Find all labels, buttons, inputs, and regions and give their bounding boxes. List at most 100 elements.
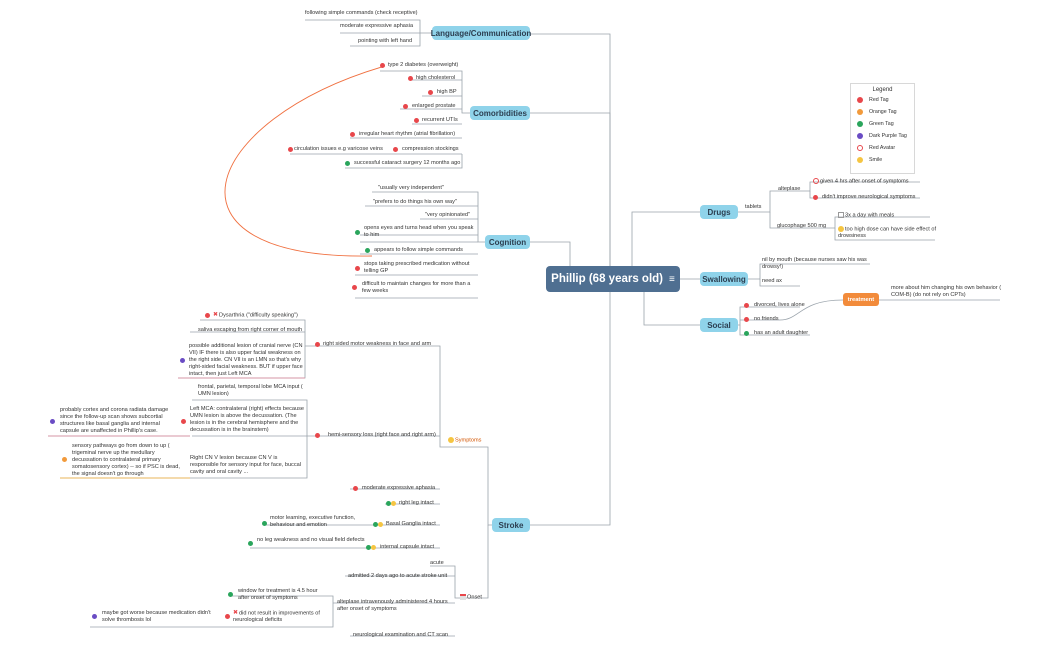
symptom-sensory[interactable]: hemi-sensory loss (right face and right …	[328, 432, 436, 438]
comorbidity-item[interactable]: recurrent UTIs	[422, 117, 458, 123]
sleepy-face-icon	[838, 226, 844, 232]
smile-icon	[378, 522, 383, 527]
language-item[interactable]: moderate expressive aphasia	[340, 23, 414, 29]
onset-child[interactable]: maybe got worse because medication didn'…	[102, 610, 211, 623]
onset-child[interactable]: ✖did not result in improvements of neuro…	[233, 610, 320, 624]
stroke-other[interactable]: Basal Ganglia intact	[386, 521, 436, 527]
onset-item[interactable]: admitted 2 days ago to acute stroke unit	[348, 573, 448, 579]
onset-label[interactable]: Onset	[460, 594, 490, 601]
branch-swallowing[interactable]: Swallowing	[700, 272, 748, 286]
legend-item: Red Tag	[857, 97, 889, 103]
green-tag-icon	[248, 541, 253, 546]
notes-icon: ≡	[669, 273, 675, 285]
stroke-other-child[interactable]: motor learning, executive function, beha…	[270, 515, 356, 528]
comorbidity-item[interactable]: compression stockings	[402, 146, 459, 152]
language-item[interactable]: pointing with left hand	[358, 38, 413, 44]
drug-glucophage[interactable]: glucophage 500 mg	[777, 223, 827, 229]
purple-tag-icon	[50, 419, 55, 424]
branch-cognition[interactable]: Cognition	[485, 235, 530, 249]
green-tag-icon	[366, 545, 371, 550]
onset-item[interactable]: acute	[430, 560, 444, 566]
smile-icon	[857, 157, 863, 163]
calendar-icon	[460, 594, 466, 600]
onset-item[interactable]: neurological examination and CT scan	[353, 632, 449, 638]
onset-child[interactable]: window for treatment is 4.5 hour after o…	[238, 588, 318, 601]
alteplase-child[interactable]: didn't improve neurological symptoms	[822, 194, 916, 200]
glucophage-child[interactable]: too high dose can have side effect of dr…	[838, 226, 937, 240]
side-note[interactable]: probably cortex and corona radiata damag…	[60, 407, 169, 434]
symptom-motor[interactable]: right sided motor weakness in face and a…	[323, 341, 432, 347]
treatment-topic[interactable]: treatment	[843, 293, 879, 306]
comorbidity-item[interactable]: high cholesterol	[416, 75, 456, 81]
red-tag-icon	[380, 63, 385, 68]
red-tag-icon	[353, 486, 358, 491]
branch-stroke[interactable]: Stroke	[492, 518, 530, 532]
comorbidity-item[interactable]: irregular heart rhythm (atrial fibrillat…	[359, 131, 456, 137]
stroke-other-child[interactable]: no leg weakness and no visual field defe…	[257, 537, 365, 543]
branch-drugs[interactable]: Drugs	[700, 205, 738, 219]
drug-type[interactable]: tablets	[745, 204, 762, 210]
red-tag-icon	[315, 342, 320, 347]
comorbidity-item[interactable]: circulation issues e.g varicose veins	[294, 146, 383, 152]
cognition-item[interactable]: opens eyes and turns head when you speak…	[364, 225, 474, 238]
cognition-item[interactable]: "prefers to do things his own way"	[373, 199, 457, 205]
cognition-item[interactable]: stops taking prescribed medication witho…	[364, 261, 470, 274]
cognition-item[interactable]: difficult to maintain changes for more t…	[362, 281, 471, 294]
comorbidity-item[interactable]: high BP	[437, 89, 457, 95]
red-tag-icon	[414, 118, 419, 123]
treatment-note[interactable]: more about him changing his own behavior…	[891, 285, 1002, 298]
cross-icon: ✖	[213, 312, 219, 318]
branch-language[interactable]: Language/Communication	[431, 26, 531, 40]
purple-tag-icon	[180, 358, 185, 363]
symptoms-label[interactable]: Symptoms	[448, 437, 488, 444]
orange-tag-icon	[62, 457, 67, 462]
comorbidity-item[interactable]: successful cataract surgery 12 months ag…	[354, 160, 461, 166]
cognition-item[interactable]: appears to follow simple commands	[374, 247, 463, 253]
sensory-child[interactable]: frontal, parietal, temporal lobe MCA inp…	[198, 384, 303, 397]
comorbidity-item[interactable]: type 2 diabetes (overweight)	[388, 62, 459, 68]
side-note[interactable]: sensory pathways go from down to up ( tr…	[72, 443, 180, 477]
motor-child[interactable]: possible additional lesion of cranial ne…	[189, 343, 303, 377]
motor-child[interactable]: saliva escaping from right corner of mou…	[198, 327, 303, 333]
red-tag-icon	[744, 317, 749, 322]
legend-item: Dark Purple Tag	[857, 133, 907, 139]
branch-comorbidities[interactable]: Comorbidities	[470, 106, 530, 120]
drug-alteplase[interactable]: alteplase	[778, 186, 801, 192]
legend-item: Smile	[857, 157, 882, 163]
green-tag-icon	[386, 501, 391, 506]
green-tag-icon	[373, 522, 378, 527]
stroke-other[interactable]: right leg intact	[399, 500, 434, 506]
social-item[interactable]: has an adult daughter	[754, 330, 809, 336]
red-tag-icon	[744, 303, 749, 308]
motor-child[interactable]: ✖Dysarthria ("difficulty speaking")	[213, 312, 298, 319]
legend: Legend Red Tag Orange Tag Green Tag Dark…	[850, 83, 915, 174]
red-tag-icon	[408, 76, 413, 81]
comorbidity-item[interactable]: enlarged prostate	[412, 103, 456, 109]
green-tag-icon	[262, 521, 267, 526]
red-tag-icon	[355, 266, 360, 271]
language-item[interactable]: following simple commands (check recepti…	[305, 10, 418, 16]
red-tag-icon	[315, 433, 320, 438]
red-tag-icon	[403, 104, 408, 109]
social-item[interactable]: divorced, lives alone	[754, 302, 805, 308]
stroke-other[interactable]: moderate expressive aphasia	[362, 485, 436, 491]
cognition-item[interactable]: "usually very independent"	[378, 185, 444, 191]
red-tag-icon	[393, 147, 398, 152]
cross-icon: ✖	[233, 610, 239, 616]
stroke-other[interactable]: internal capsule intact	[380, 544, 435, 550]
alteplase-child[interactable]: given 4 hrs after onset of symptoms	[813, 178, 923, 185]
sensory-child[interactable]: Left MCA: contralateral (right) effects …	[190, 406, 304, 433]
red-tag-icon	[205, 313, 210, 318]
cognition-item[interactable]: "very opinionated"	[425, 212, 471, 218]
smile-icon	[371, 545, 376, 550]
onset-item[interactable]: alteplase intravenously administered 4 h…	[337, 599, 448, 612]
root-topic[interactable]: Phillip (68 years old) ≡	[546, 266, 680, 292]
sensory-child[interactable]: Right CN V lesion because CN V is respon…	[190, 455, 302, 475]
green-tag-icon	[857, 121, 863, 127]
social-item[interactable]: no friends	[754, 316, 779, 322]
glucophage-child[interactable]: 3x a day with meals	[838, 212, 933, 219]
branch-social[interactable]: Social	[700, 318, 738, 332]
green-tag-icon	[355, 230, 360, 235]
swallowing-item[interactable]: need ax	[762, 278, 782, 284]
swallowing-item[interactable]: nil by mouth (because nurses saw his was…	[762, 257, 867, 270]
